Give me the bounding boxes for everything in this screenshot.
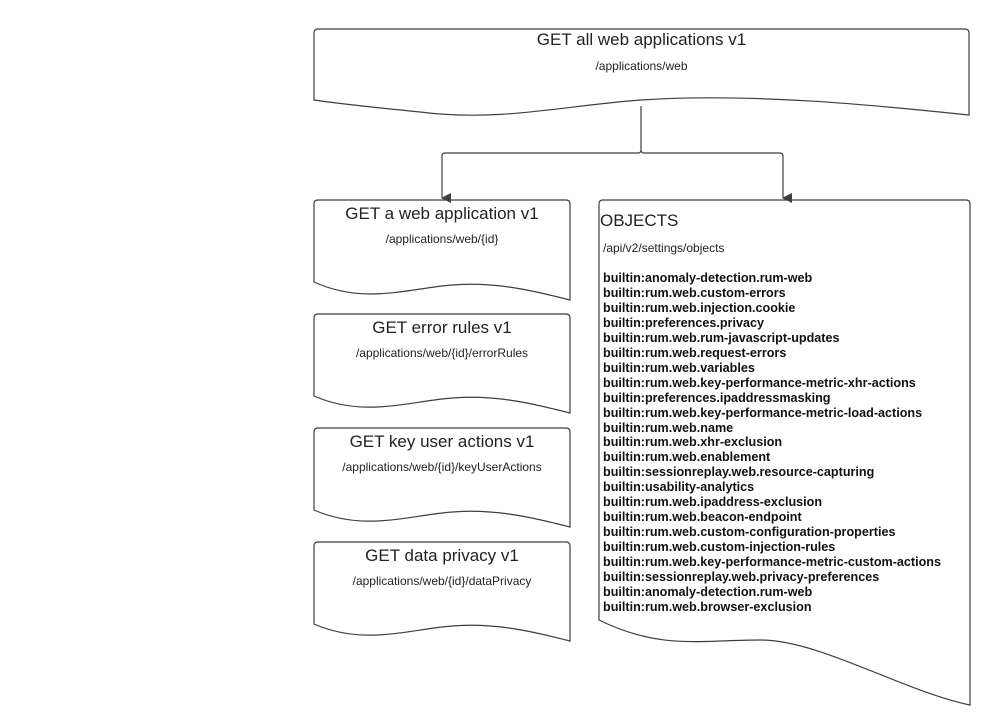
- doc-shape-objects: [598, 199, 971, 706]
- object-item: builtin:rum.web.name: [603, 420, 734, 435]
- object-item: builtin:rum.web.injection.cookie: [603, 300, 796, 315]
- doc-shape-endpoint-1: [313, 199, 571, 301]
- object-item: builtin:rum.web.key-performance-metric-c…: [603, 555, 941, 570]
- endpoint-path: /applications/web/{id}/dataPrivacy: [352, 574, 532, 588]
- endpoint-path: /applications/web/{id}/keyUserActions: [342, 460, 542, 474]
- endpoint-title: GET a web application v1: [345, 204, 539, 223]
- object-item: builtin:rum.web.enablement: [603, 450, 771, 465]
- endpoint-path: /applications/web/{id}: [385, 232, 499, 246]
- object-item: builtin:preferences.ipaddressmasking: [603, 390, 831, 405]
- object-item: builtin:rum.web.custom-configuration-pro…: [603, 525, 896, 540]
- object-item: builtin:anomaly-detection.rum-web: [603, 271, 813, 285]
- object-item: builtin:usability-analytics: [603, 480, 755, 495]
- object-item: builtin:rum.web.xhr-exclusion: [603, 435, 783, 450]
- object-item: builtin:rum.web.custom-errors: [603, 285, 786, 300]
- object-item: builtin:sessionreplay.web.resource-captu…: [603, 465, 875, 480]
- object-item: builtin:rum.web.key-performance-metric-x…: [603, 375, 916, 390]
- object-item: builtin:preferences.privacy: [603, 315, 764, 330]
- endpoint-title: GET data privacy v1: [365, 546, 519, 565]
- doc-shape-endpoint-3: [313, 427, 571, 528]
- endpoint-title: GET error rules v1: [372, 318, 512, 337]
- object-item: builtin:rum.web.ipaddress-exclusion: [603, 495, 823, 510]
- object-item: builtin:sessionreplay.web.privacy-prefer…: [603, 570, 880, 585]
- connector-line-to-objects: [640, 149, 792, 203]
- doc-shape-endpoint-2: [313, 313, 571, 414]
- top-title: GET all web applications v1: [536, 30, 747, 49]
- endpoint-path: /applications/web/{id}/errorRules: [355, 346, 529, 360]
- object-item: builtin:anomaly-detection.rum-web: [603, 585, 813, 600]
- object-item: builtin:rum.web.rum-javascript-updates: [603, 330, 840, 345]
- doc-shape-top: [313, 28, 970, 116]
- objects-title: OBJECTS: [600, 211, 679, 230]
- object-item: builtin:rum.web.key-performance-metric-l…: [603, 405, 923, 420]
- connector-line-to-endpoint: [441, 106, 642, 203]
- object-item: builtin:rum.web.variables: [603, 360, 755, 375]
- endpoint-title: GET key user actions v1: [349, 432, 535, 451]
- objects-path: /api/v2/settings/objects: [603, 241, 725, 255]
- object-item: builtin:rum.web.beacon-endpoint: [603, 510, 802, 525]
- top-path: /applications/web: [595, 59, 688, 73]
- doc-shape-endpoint-4: [313, 541, 571, 642]
- object-item: builtin:rum.web.request-errors: [603, 345, 787, 360]
- object-item: builtin:rum.web.browser-exclusion: [603, 599, 812, 614]
- object-item: builtin:rum.web.custom-injection-rules: [603, 540, 836, 555]
